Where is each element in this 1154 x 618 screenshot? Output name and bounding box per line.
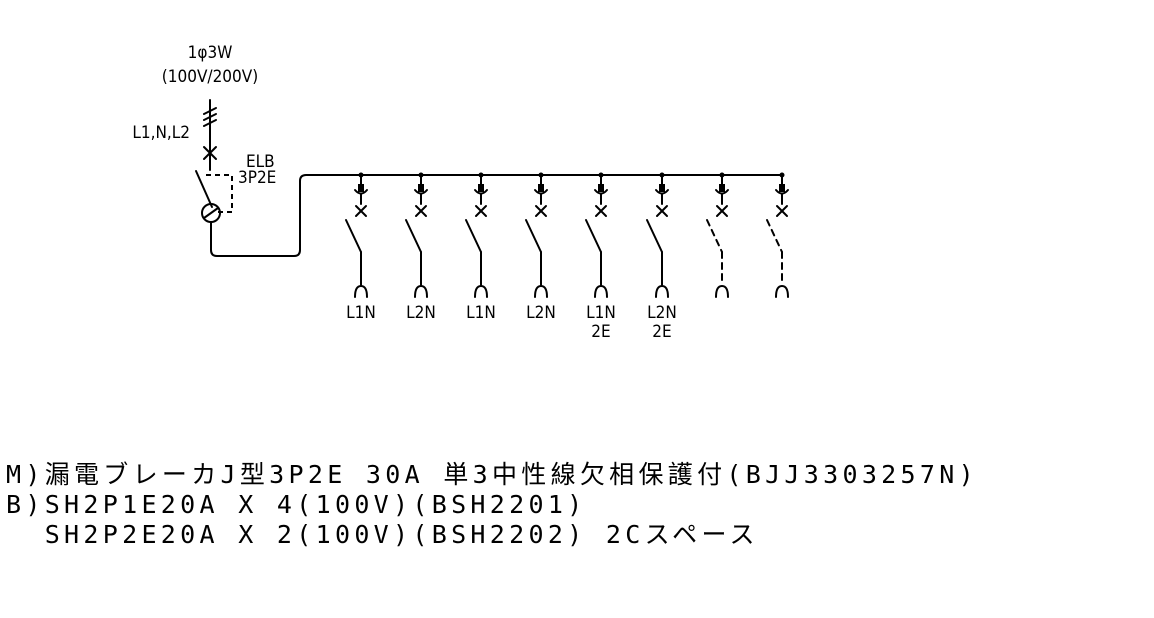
branch-label: L2N	[647, 303, 677, 323]
branch-circuit: L1N	[465, 172, 496, 323]
branch-circuit	[766, 172, 789, 298]
spec-line-branch-2e: SH2P2E20A X 2(100V)(BSH2202) 2Cスペース	[6, 520, 759, 549]
outlet-terminal	[594, 284, 608, 298]
plug-in-terminal	[358, 184, 364, 192]
breaker-blade	[766, 219, 783, 253]
plug-in-terminal	[719, 184, 725, 192]
supply-conductors-label: L1,N,L2	[132, 123, 190, 143]
breaker-blade	[345, 219, 362, 253]
supply-voltage-label: (100V/200V)	[162, 67, 258, 87]
outlet-terminal	[414, 284, 428, 298]
plug-in-terminal	[478, 184, 484, 192]
plug-in-terminal	[659, 184, 665, 192]
breaker-blade	[646, 219, 663, 253]
branch-label-earth: 2E	[652, 322, 671, 342]
plug-in-terminal	[538, 184, 544, 192]
branch-label: L2N	[406, 303, 436, 323]
outlet-terminal	[715, 284, 729, 298]
breaker-blade	[405, 219, 422, 253]
main-breaker-label: ELB	[246, 152, 275, 172]
branch-circuit	[706, 172, 729, 298]
breaker-blade	[525, 219, 542, 253]
plug-in-terminal	[598, 184, 604, 192]
spec-line-main-breaker: M)漏電ブレーカJ型3P2E 30A 単3中性線欠相保護付(BJJ3303257…	[6, 460, 978, 489]
breaker-blade	[465, 219, 482, 253]
outlet-terminal	[655, 284, 669, 298]
branch-label: L2N	[526, 303, 556, 323]
plug-in-terminal	[779, 184, 785, 192]
branch-circuit: L2N	[405, 172, 436, 323]
outlet-terminal	[534, 284, 548, 298]
branch-label: L1N	[586, 303, 616, 323]
branch-label: L1N	[346, 303, 376, 323]
spec-line-branch-1e: B)SH2P1E20A X 4(100V)(BSH2201)	[6, 490, 587, 519]
branch-label-earth: 2E	[591, 322, 610, 342]
plug-in-terminal	[418, 184, 424, 192]
breaker-blade	[585, 219, 602, 253]
outlet-terminal	[474, 284, 488, 298]
breaker-blade	[706, 219, 723, 253]
supply-phase-label: 1φ3W	[188, 43, 233, 63]
outlet-terminal	[354, 284, 368, 298]
branch-circuit: L2N	[525, 172, 556, 323]
main-breaker-poles-label: 3P2E	[238, 168, 276, 188]
branch-circuit: L1N	[345, 172, 376, 323]
branch-label: L1N	[466, 303, 496, 323]
outlet-terminal	[775, 284, 789, 298]
